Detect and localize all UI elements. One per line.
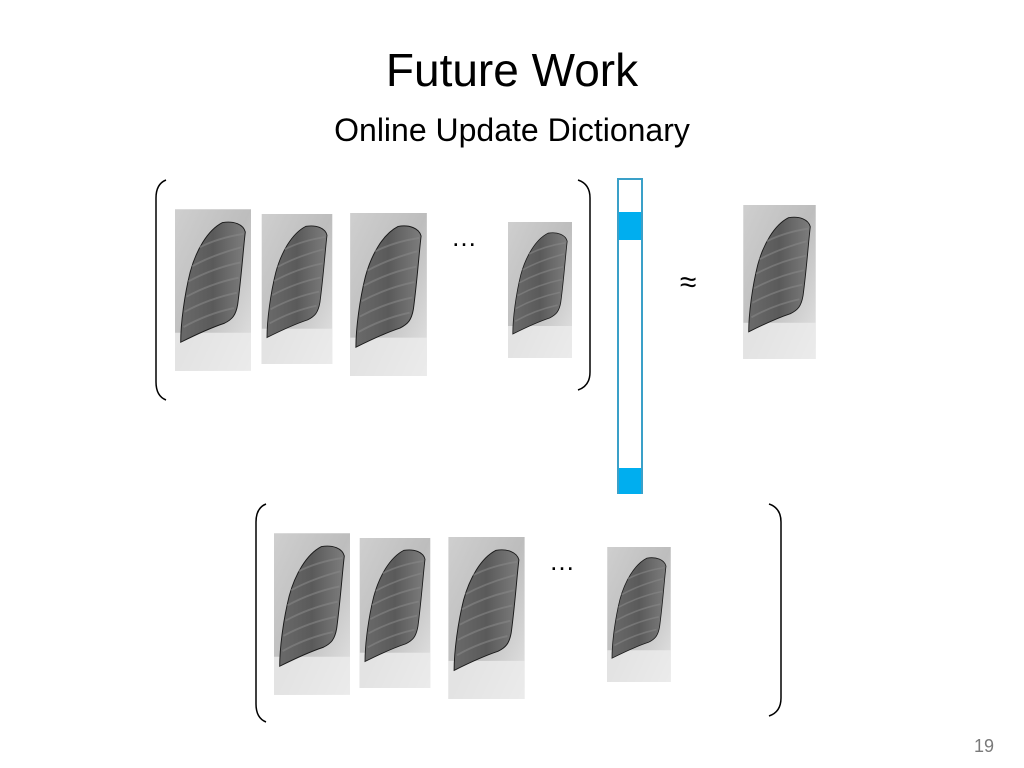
approx-symbol: ≈ bbox=[680, 266, 697, 299]
coefficient-active-entry-bottom bbox=[619, 468, 641, 494]
top-dictionary-xray-3 bbox=[346, 213, 431, 376]
bottom-dictionary-xray-2 bbox=[359, 538, 431, 688]
target-xray bbox=[739, 205, 820, 359]
top-dictionary-xray-1 bbox=[175, 205, 251, 375]
top-left-bracket bbox=[154, 178, 168, 402]
bottom-right-bracket bbox=[767, 502, 785, 718]
coefficient-vector bbox=[617, 178, 643, 494]
slide-subtitle: Online Update Dictionary bbox=[334, 112, 690, 148]
bottom-dictionary-ellipsis: … bbox=[549, 546, 575, 576]
bottom-dictionary-xray-1 bbox=[274, 530, 350, 698]
coefficient-active-entry-top bbox=[619, 212, 641, 240]
top-right-bracket bbox=[576, 178, 594, 392]
top-dictionary-xray-2 bbox=[261, 214, 333, 364]
page-number: 19 bbox=[973, 736, 994, 756]
bottom-left-bracket bbox=[254, 502, 268, 724]
bottom-dictionary-xray-4 bbox=[603, 547, 675, 682]
slide-title: Future Work bbox=[385, 44, 639, 96]
bottom-dictionary-xray-3 bbox=[444, 537, 529, 699]
top-dictionary-ellipsis: … bbox=[451, 222, 477, 252]
top-dictionary-xray-4 bbox=[504, 222, 576, 358]
